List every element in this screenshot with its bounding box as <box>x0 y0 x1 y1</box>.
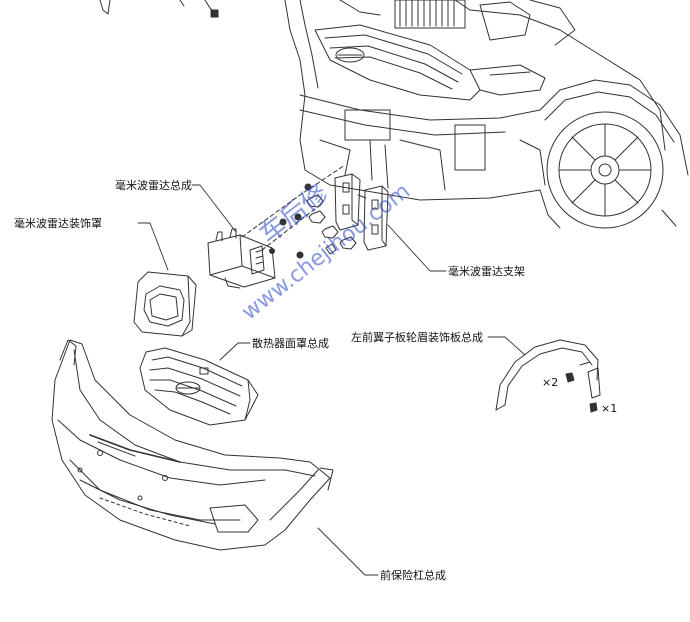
label-radar-assembly: 毫米波雷达总成 <box>115 179 192 192</box>
front-bumper <box>51 339 334 551</box>
radar-bracket <box>334 173 389 251</box>
radar-cover <box>133 271 197 337</box>
label-radar-cover: 毫米波雷达装饰罩 <box>14 217 102 230</box>
clip-quantity: ×2 <box>542 376 559 389</box>
bolt-icon <box>210 9 219 18</box>
label-radar-bracket: 毫米波雷达支架 <box>448 265 525 278</box>
radar-nuts <box>306 194 357 255</box>
top-left-fragments <box>99 0 219 18</box>
fender-fasteners <box>565 372 598 413</box>
vehicle-front <box>284 0 689 229</box>
radar-screws <box>269 183 312 259</box>
label-front-bumper: 前保险杠总成 <box>380 569 446 582</box>
fender-trim <box>495 339 601 411</box>
screw-quantity: ×1 <box>601 402 618 415</box>
alignment-lines <box>241 164 346 251</box>
label-fender-trim: 左前翼子板轮眉装饰板总成 <box>351 331 483 344</box>
radiator-grille <box>139 347 259 426</box>
radar-assembly <box>207 228 276 289</box>
leader-lines <box>137 184 526 576</box>
label-grille-assembly: 散热器面罩总成 <box>252 337 329 350</box>
